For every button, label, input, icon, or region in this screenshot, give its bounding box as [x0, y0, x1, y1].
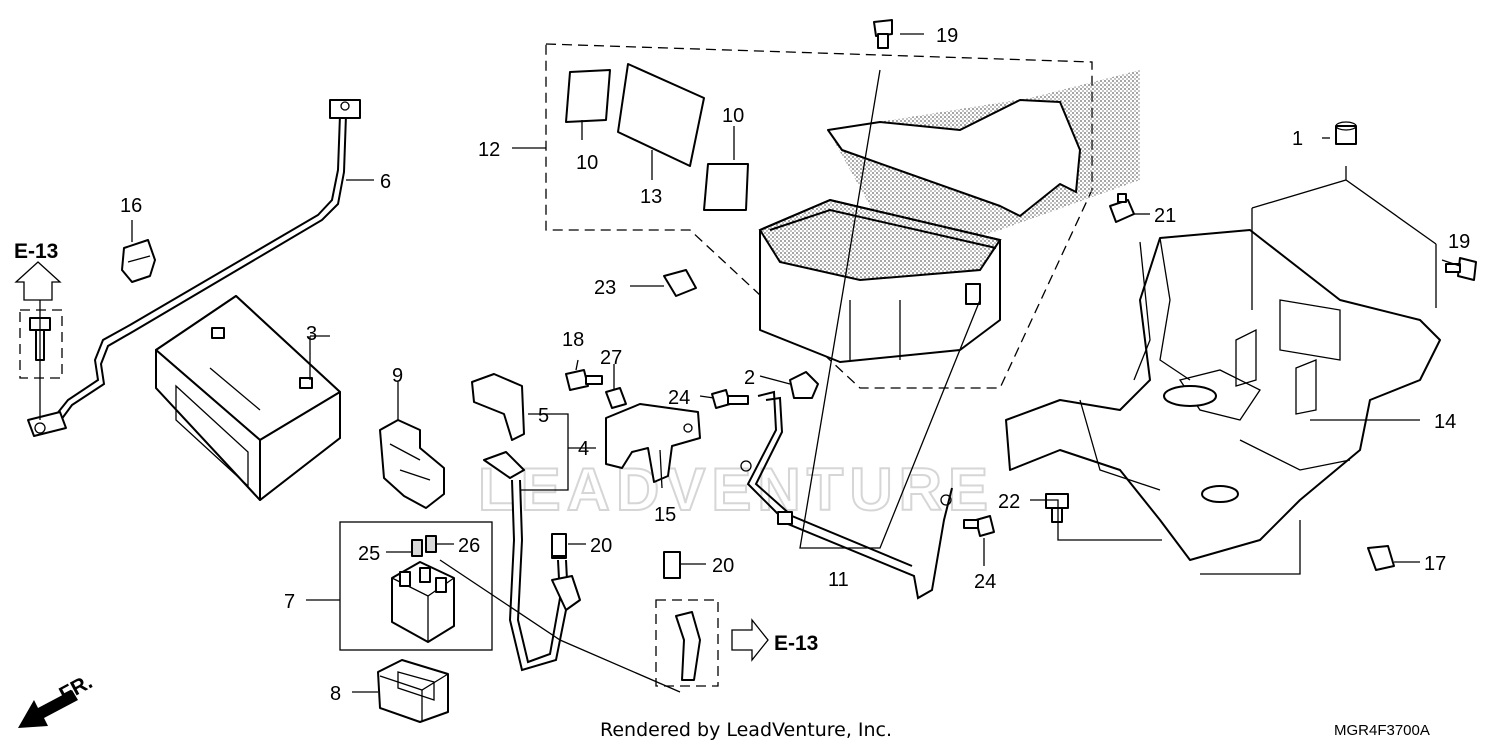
- callout-15[interactable]: 15: [654, 504, 676, 526]
- ref-e13-right: E-13: [774, 632, 818, 655]
- callout-10b[interactable]: 10: [722, 105, 744, 127]
- callout-22[interactable]: 22: [998, 491, 1020, 513]
- starter-relay-group[interactable]: [339, 521, 493, 651]
- diagram-code: MGR4F3700A: [1334, 722, 1430, 739]
- callout-17[interactable]: 17: [1424, 553, 1446, 575]
- front-direction-arrow: FR.: [18, 670, 96, 728]
- callout-2[interactable]: 2: [744, 367, 755, 389]
- bolt-20a-part[interactable]: [551, 533, 567, 557]
- terminal-cover-part[interactable]: [379, 419, 445, 509]
- bolt-21-part[interactable]: [1109, 193, 1135, 223]
- pad-10b-part[interactable]: [703, 163, 749, 211]
- callout-26[interactable]: 26: [458, 535, 480, 557]
- callout-25[interactable]: 25: [358, 543, 380, 565]
- footer-credit: Rendered by LeadVenture, Inc.: [600, 719, 892, 741]
- callout-21[interactable]: 21: [1154, 205, 1176, 227]
- battery-part[interactable]: [155, 295, 341, 501]
- bolt-24b-part[interactable]: [963, 515, 995, 537]
- terminal-cap-part[interactable]: [471, 373, 525, 441]
- bolt-19b-part[interactable]: [1445, 257, 1477, 281]
- collar-27-part[interactable]: [605, 387, 627, 409]
- callout-7[interactable]: 7: [284, 591, 295, 613]
- relay-boot-part[interactable]: [377, 659, 449, 723]
- callout-19b[interactable]: 19: [1448, 231, 1470, 253]
- under-cover-part[interactable]: [1005, 229, 1441, 561]
- callout-19a[interactable]: 19: [936, 25, 958, 47]
- collar-1-part[interactable]: [1335, 121, 1357, 145]
- ref-e13-left: E-13: [14, 240, 58, 263]
- ref-arrow-right[interactable]: E-13: [731, 618, 818, 662]
- callout-24b[interactable]: 24: [974, 571, 996, 593]
- callout-18[interactable]: 18: [562, 329, 584, 351]
- callout-5[interactable]: 5: [538, 405, 549, 427]
- callout-12[interactable]: 12: [478, 139, 500, 161]
- callout-3[interactable]: 3: [306, 323, 317, 345]
- callout-labels: 1 2 3 4 5 6 7 8 9 10 10 11 12 13 14 15 1…: [120, 25, 1470, 705]
- battery-box-part[interactable]: [758, 70, 1140, 363]
- pad-13-part[interactable]: [617, 63, 705, 167]
- callout-16[interactable]: 16: [120, 195, 142, 217]
- callout-13[interactable]: 13: [640, 186, 662, 208]
- cable-clamp-part[interactable]: [121, 239, 156, 283]
- callout-9[interactable]: 9: [392, 365, 403, 387]
- ref-arrow-up[interactable]: E-13: [14, 240, 62, 301]
- callout-20a[interactable]: 20: [590, 535, 612, 557]
- callout-14[interactable]: 14: [1434, 411, 1456, 433]
- callout-10a[interactable]: 10: [576, 152, 598, 174]
- bolt-19a-part[interactable]: [873, 19, 893, 49]
- callout-27[interactable]: 27: [600, 347, 622, 369]
- bolt-24a-part[interactable]: [711, 389, 749, 409]
- bolt-18-part[interactable]: [565, 369, 603, 391]
- callout-20b[interactable]: 20: [712, 555, 734, 577]
- callout-1[interactable]: 1: [1292, 128, 1303, 150]
- fuse-wire-group[interactable]: [655, 551, 719, 687]
- callout-6[interactable]: 6: [380, 171, 391, 193]
- bolt-22-part[interactable]: [1045, 493, 1069, 523]
- callout-8[interactable]: 8: [330, 683, 341, 705]
- pad-10a-part[interactable]: [565, 69, 611, 123]
- callout-23[interactable]: 23: [594, 277, 616, 299]
- bolt-left-group: [19, 309, 63, 420]
- frame-bracket-part[interactable]: [740, 390, 953, 600]
- callout-4[interactable]: 4: [578, 438, 589, 460]
- callout-24a[interactable]: 24: [668, 387, 690, 409]
- callout-11[interactable]: 11: [828, 569, 849, 591]
- grommet-17-part[interactable]: [1367, 545, 1395, 571]
- leader-lines: [39, 33, 1461, 693]
- grommet-2-part[interactable]: [789, 371, 819, 399]
- battery-cable-part[interactable]: [27, 99, 361, 437]
- clip-23-part[interactable]: [663, 269, 697, 297]
